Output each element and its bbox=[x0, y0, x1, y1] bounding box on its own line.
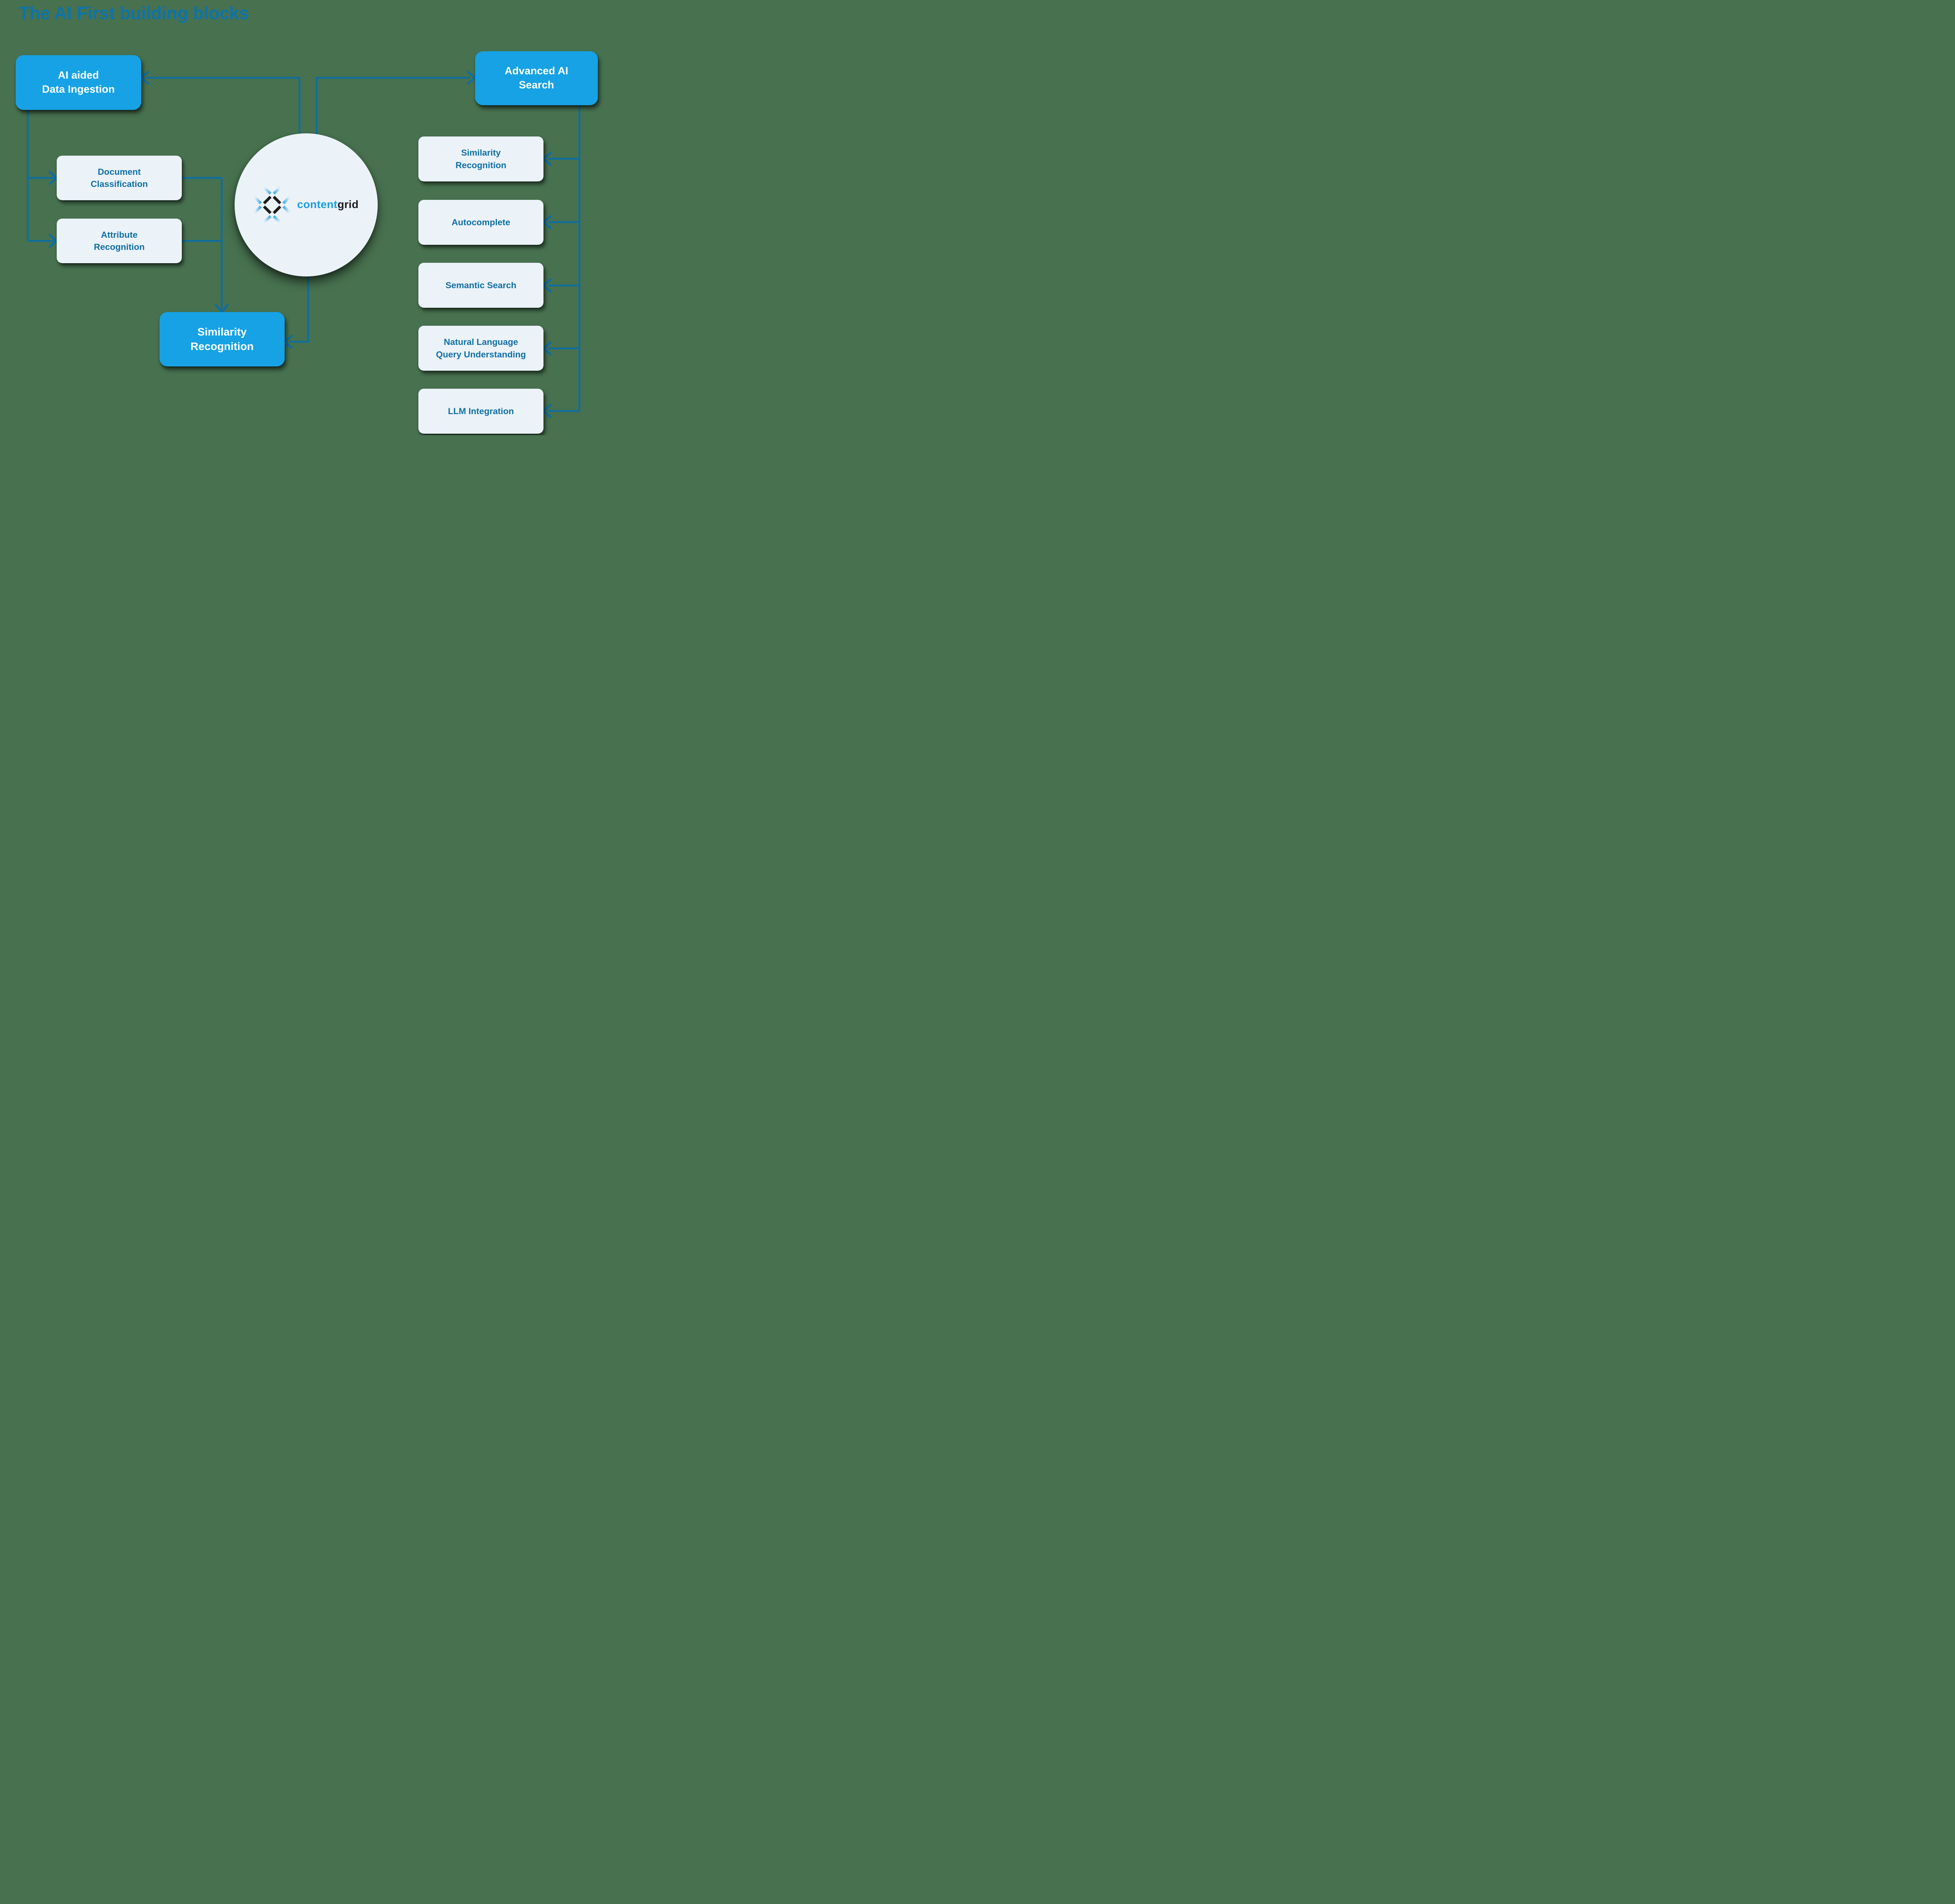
node-ai-aided-data-ingestion: AI aided Data Ingestion bbox=[16, 55, 141, 110]
arrow-into-nl-query-understanding bbox=[542, 341, 552, 355]
arrow-into-similarity-search bbox=[542, 152, 552, 166]
arrow-into-semantic-search bbox=[542, 278, 552, 293]
wire-panels-to-similarity bbox=[182, 177, 223, 310]
node-advanced-ai-search: Advanced AI Search bbox=[475, 51, 598, 105]
connector-arrows bbox=[27, 71, 581, 418]
node-autocomplete: Autocomplete bbox=[418, 200, 543, 245]
wire-ingestion-branch bbox=[27, 110, 54, 242]
node-llm-integration: LLM Integration bbox=[418, 389, 543, 434]
node-document-classification: Document Classification bbox=[57, 156, 182, 200]
arrow-into-ingestion bbox=[140, 71, 149, 85]
node-attribute-recognition: Attribute Recognition bbox=[57, 219, 182, 263]
node-similarity-recognition-search: Similarity Recognition bbox=[418, 136, 543, 181]
contentgrid-wordmark: contentgrid bbox=[297, 198, 359, 212]
diagram-canvas: The AI First building blocks AI aided Da… bbox=[0, 0, 613, 435]
wire-hub-to-similarity bbox=[289, 276, 309, 343]
node-similarity-recognition-main: Similarity Recognition bbox=[160, 312, 285, 366]
page-title: The AI First building blocks bbox=[19, 3, 249, 23]
wire-hub-to-advanced-search bbox=[316, 77, 470, 135]
wire-search-spine bbox=[548, 105, 581, 412]
wordmark-grid: grid bbox=[337, 198, 359, 210]
contentgrid-logo-icon bbox=[253, 187, 291, 223]
node-natural-language-query-understanding: Natural Language Query Understanding bbox=[418, 326, 543, 371]
node-semantic-search: Semantic Search bbox=[418, 263, 543, 308]
wordmark-content: content bbox=[297, 198, 338, 210]
arrow-into-similarity-right bbox=[283, 335, 293, 349]
wire-hub-to-ingestion bbox=[146, 77, 301, 135]
arrow-into-llm-integration bbox=[542, 404, 552, 418]
arrow-into-autocomplete bbox=[542, 215, 552, 229]
contentgrid-hub: contentgrid bbox=[235, 133, 378, 276]
